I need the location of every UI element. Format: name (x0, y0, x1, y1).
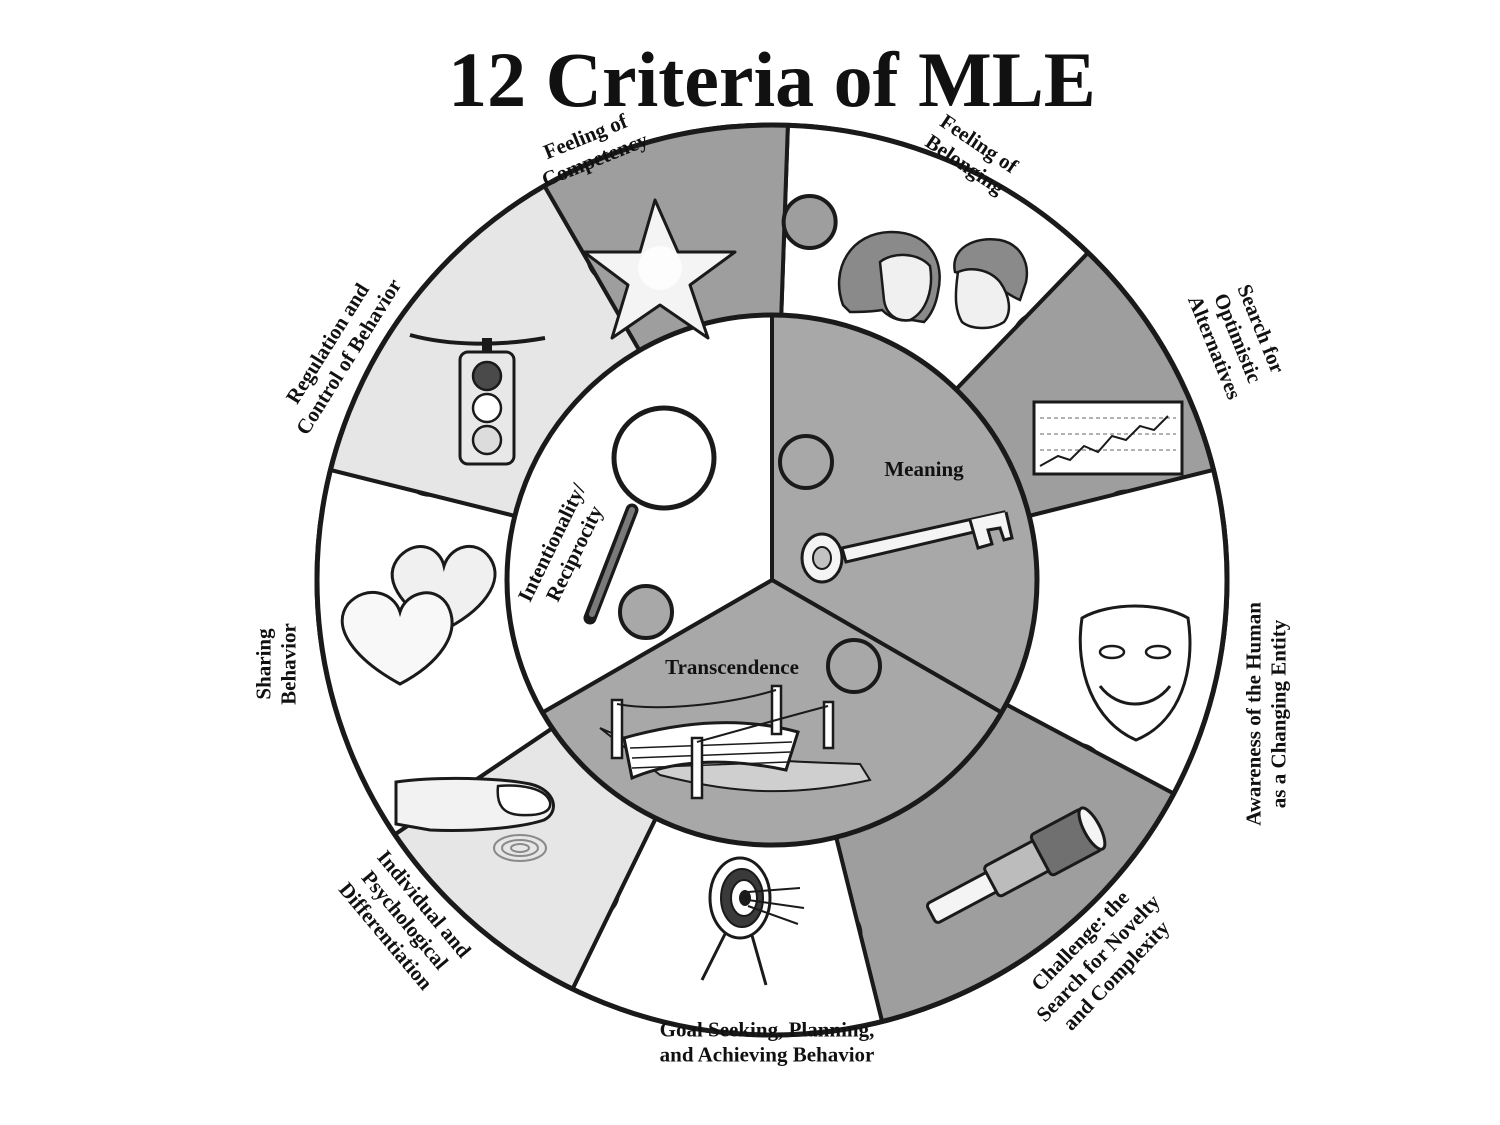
traffic-light-icon (409, 333, 546, 466)
label-sharing-behavior-line: Behavior (277, 623, 301, 705)
rising-chart-icon (1032, 400, 1184, 476)
target-icon (700, 856, 805, 986)
magnifying-glass-icon (583, 405, 717, 625)
puzzle-knob (778, 434, 834, 490)
label-transcendence: Transcendence (665, 655, 799, 679)
bridge-icon (599, 684, 872, 800)
fingerprint-icon (394, 776, 555, 862)
puzzle-knob (781, 193, 838, 250)
hearts-icon (340, 545, 497, 686)
outer-ring-icons (340, 198, 1192, 986)
label-meaning-line: Meaning (884, 457, 964, 481)
label-goal-seeking: Goal Seeking, Planning,and Achieving Beh… (660, 1018, 875, 1067)
puzzle-knob (618, 584, 674, 640)
inner-circle-icons (583, 405, 1014, 800)
label-transcendence-line: Transcendence (665, 655, 799, 679)
mask-icon (1078, 604, 1192, 742)
inner-circle (504, 312, 1040, 848)
label-meaning: Meaning (884, 457, 964, 481)
faces-icon (837, 230, 1029, 330)
telescope-icon (925, 806, 1107, 924)
label-awareness-human-changing-line: Awareness of the Human (1242, 602, 1266, 826)
label-awareness-human-changing-line: as a Changing Entity (1267, 619, 1291, 808)
star-icon (582, 198, 737, 340)
label-sharing-behavior-line: Sharing (252, 628, 276, 700)
page-title: 12 Criteria of MLE (448, 36, 1096, 123)
puzzle-knob (826, 638, 882, 694)
key-icon (800, 510, 1014, 584)
label-goal-seeking-line: and Achieving Behavior (660, 1043, 875, 1067)
label-goal-seeking-line: Goal Seeking, Planning, (660, 1018, 875, 1042)
